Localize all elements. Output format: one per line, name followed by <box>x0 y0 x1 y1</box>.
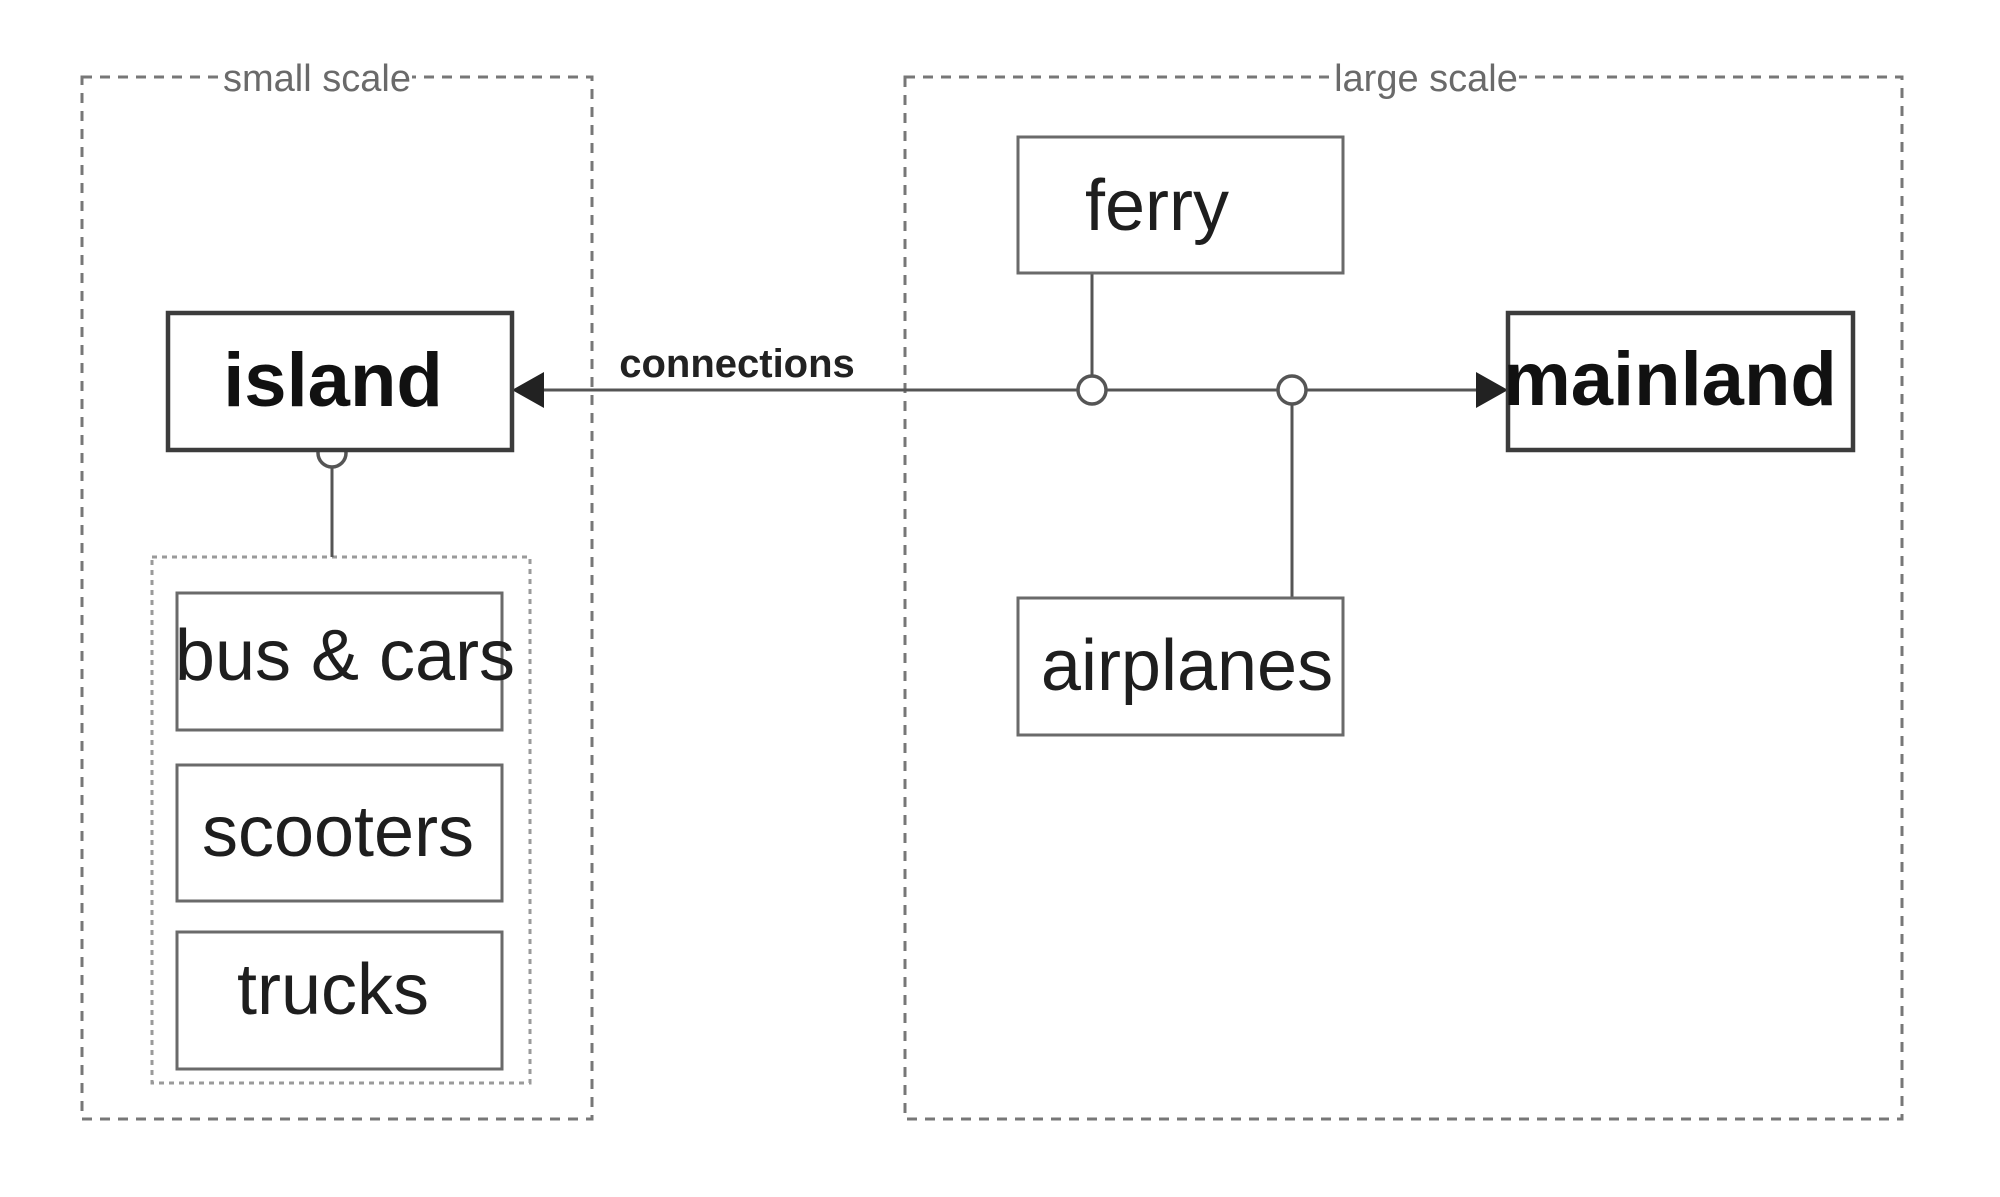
large-scale-label: large scale <box>1334 58 1518 100</box>
bus-cars-label: bus & cars <box>175 616 515 696</box>
vehicle-group-frame <box>150 555 532 1085</box>
ferry-box <box>1016 135 1345 275</box>
scooters-label: scooters <box>202 792 474 872</box>
large-scale-label-bg <box>1333 55 1519 99</box>
mainland-label: mainland <box>1503 337 1837 422</box>
scooters-node: scooters <box>175 763 504 903</box>
airplanes-box <box>1016 596 1345 737</box>
trucks-label: trucks <box>237 950 429 1030</box>
large-scale-frame <box>903 75 1904 1121</box>
bus-cars-node: bus & cars <box>175 591 515 732</box>
trucks-box <box>175 930 504 1071</box>
airplanes-node: airplanes <box>1016 596 1345 737</box>
ferry-node: ferry <box>1016 135 1345 275</box>
small-scale-label: small scale <box>223 58 411 100</box>
trucks-node: trucks <box>175 930 504 1071</box>
island-box <box>165 310 515 453</box>
small-scale-label-bg <box>222 55 412 99</box>
ferry-junction <box>1076 374 1108 406</box>
connections-label: connections <box>619 342 855 386</box>
bus-cars-box <box>175 591 504 732</box>
ferry-label: ferry <box>1085 166 1229 246</box>
island-node: island <box>165 310 515 453</box>
mainland-node: mainland <box>1503 310 1856 453</box>
large-scale-scope: large scale <box>903 55 1904 1121</box>
arrow-to-island <box>512 372 544 408</box>
small-scale-scope: small scale <box>80 55 594 1121</box>
airplanes-junction <box>1276 374 1308 406</box>
arrow-to-mainland <box>1476 372 1508 408</box>
scooters-box <box>175 763 504 903</box>
mainland-box <box>1505 310 1856 453</box>
island-label: island <box>223 338 443 423</box>
airplanes-label: airplanes <box>1041 626 1333 706</box>
